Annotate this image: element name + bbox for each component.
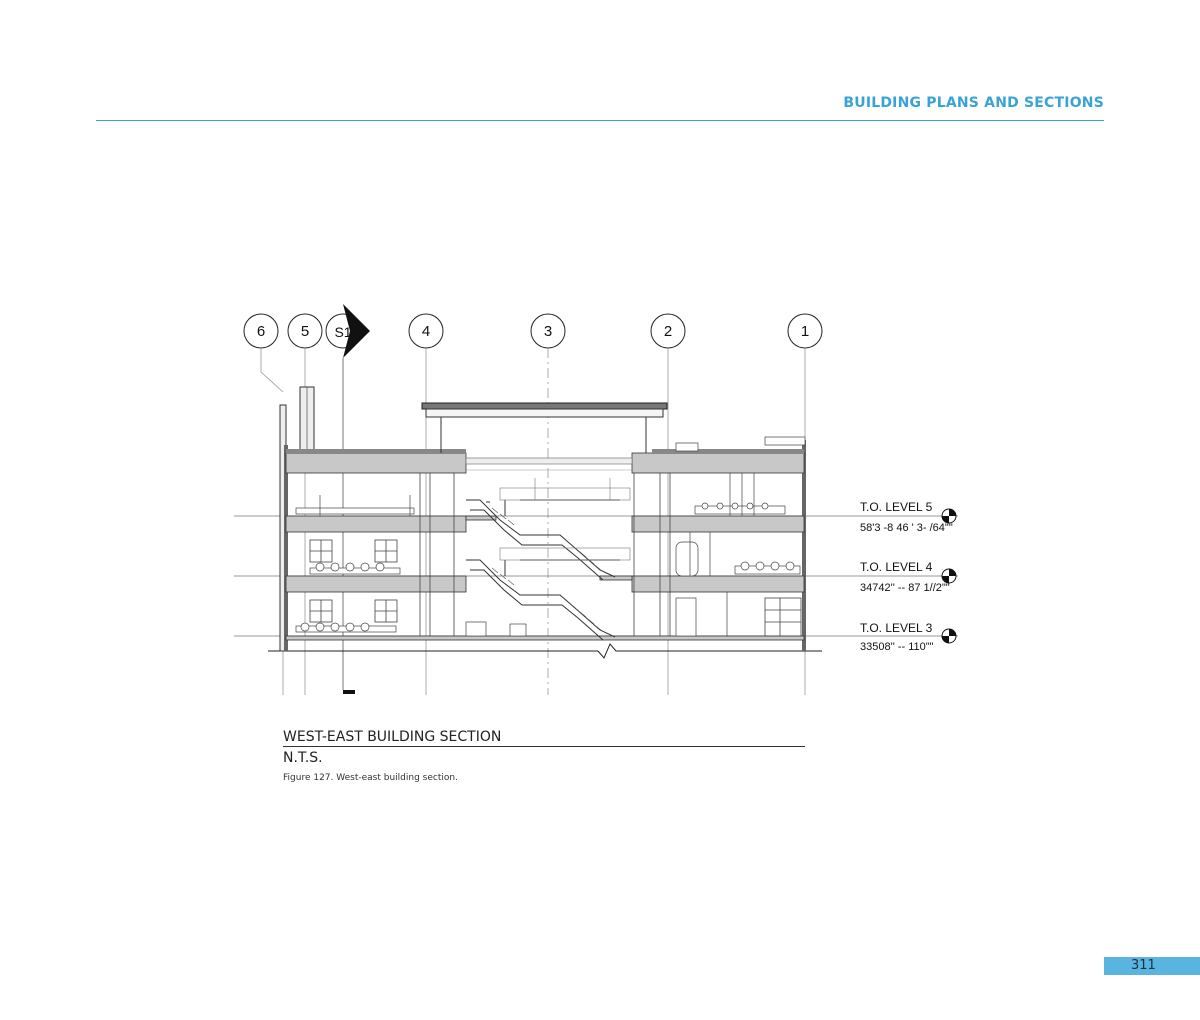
level-5-elevation: 58'3 -8 46 ' 3- /64"" [860, 522, 953, 534]
grid-label-4: 4 [422, 323, 430, 340]
section-title-underline [283, 746, 805, 747]
section-marker-label: S1 [334, 324, 351, 340]
furniture [295, 505, 801, 637]
level-marker-4 [941, 568, 957, 584]
grid-label-2: 2 [664, 323, 672, 340]
grid-label-6: 6 [257, 323, 265, 340]
page-number-tab [1104, 957, 1200, 975]
level-3-elevation: 33508'' -- 110"" [860, 641, 934, 653]
level-4-elevation: 34742'' -- 87 1//2"" [860, 582, 950, 594]
header-divider [96, 120, 1104, 121]
grid-label-1: 1 [801, 323, 809, 340]
grid-label-5: 5 [301, 323, 309, 340]
windows [309, 539, 802, 637]
grid-bubbles [243, 313, 823, 349]
grid-label-3: 3 [544, 323, 552, 340]
section-marker-arrow [343, 304, 370, 358]
level-markers [941, 508, 957, 644]
section-title: WEST-EAST BUILDING SECTION [283, 729, 502, 745]
floor-slabs [285, 452, 805, 641]
figure-caption: Figure 127. West-east building section. [283, 773, 458, 783]
scale-note: N.T.S. [283, 750, 323, 766]
level-5-name: T.O. LEVEL 5 [860, 500, 933, 514]
level-marker-3 [941, 628, 957, 644]
page-number: 311 [1131, 958, 1156, 973]
page-header-title: BUILDING PLANS AND SECTIONS [843, 95, 1104, 111]
staircases [466, 499, 620, 641]
level-4-name: T.O. LEVEL 4 [860, 560, 933, 574]
building-section-drawing: 6 5 S1 4 3 2 1 [234, 304, 958, 695]
level-3-name: T.O. LEVEL 3 [860, 621, 933, 635]
level-marker-5 [941, 508, 957, 524]
